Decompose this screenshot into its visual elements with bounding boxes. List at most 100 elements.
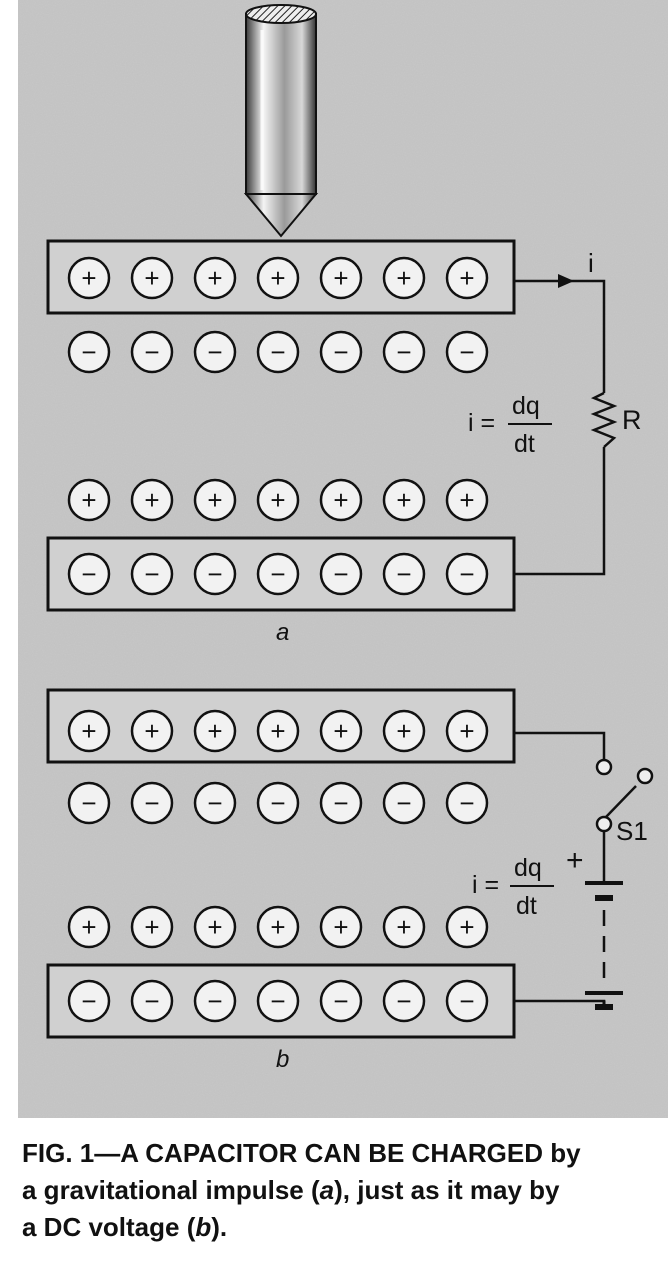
minus-sign: −: [81, 788, 96, 818]
minus-sign: −: [207, 788, 222, 818]
switch-terminal-right: [636, 767, 654, 785]
minus-sign: −: [333, 788, 348, 818]
minus-sign: −: [459, 337, 474, 367]
plate-a-top: [46, 239, 516, 315]
positive-charge: [256, 709, 300, 753]
caption-ref-b: b: [195, 1212, 212, 1242]
plus-sign: +: [270, 485, 285, 515]
negative-charge: [256, 552, 300, 596]
positive-charge: [319, 256, 363, 300]
negative-charge: [382, 781, 426, 825]
positive-charge: [67, 905, 111, 949]
plus-sign: +: [81, 263, 96, 293]
plus-sign: +: [207, 263, 222, 293]
plus-sign: +: [81, 912, 96, 942]
minus-sign: −: [459, 559, 474, 589]
minus-sign: −: [396, 986, 411, 1016]
positive-charge: [193, 905, 237, 949]
caption-line-3: a DC voltage (b).: [22, 1209, 652, 1246]
charge-row-a-induced-plus: +++++++: [67, 478, 489, 522]
minus-sign: −: [333, 337, 348, 367]
plus-sign: +: [459, 912, 474, 942]
charges-layer: + + + + + + + − − − − − − − + + + + + + + − − − − − − − + + + + + + + − − − − −…: [67, 256, 489, 1023]
minus-sign: −: [333, 559, 348, 589]
positive-charge: [256, 905, 300, 949]
positive-charge: [382, 256, 426, 300]
plus-sign: +: [144, 263, 159, 293]
caption-ref-a: a: [319, 1175, 335, 1205]
charge-row-a-bottom-plate: −−−−−−−: [67, 552, 489, 596]
minus-sign: −: [396, 559, 411, 589]
positive-charge: [319, 905, 363, 949]
caption-line-3-prefix: a DC voltage (: [22, 1212, 196, 1242]
negative-charge: [382, 330, 426, 374]
equation-b-lhs: i =: [472, 871, 499, 899]
current-label-i: i: [588, 248, 594, 278]
charge-row-b-bottom-plate: −−−−−−−: [67, 979, 489, 1023]
minus-sign: −: [270, 788, 285, 818]
plus-sign: +: [396, 912, 411, 942]
circuit-b-final-wire: [514, 999, 606, 1007]
negative-charge: [67, 781, 111, 825]
minus-sign: −: [207, 986, 222, 1016]
switch-pivot: [595, 815, 613, 833]
positive-charge: [67, 709, 111, 753]
positive-charge: [67, 478, 111, 522]
minus-sign: −: [81, 986, 96, 1016]
negative-charge: [445, 330, 489, 374]
plus-sign: +: [144, 716, 159, 746]
plus-sign: +: [459, 485, 474, 515]
minus-sign: −: [270, 337, 285, 367]
negative-charge: [193, 330, 237, 374]
caption-line-2-suffix: ), just as it may by: [334, 1175, 560, 1205]
minus-sign: −: [396, 788, 411, 818]
circuit-a: [514, 279, 618, 576]
minus-sign: −: [396, 337, 411, 367]
plus-sign: +: [459, 716, 474, 746]
negative-charge: [319, 552, 363, 596]
plus-sign: +: [459, 263, 474, 293]
plus-sign: +: [81, 485, 96, 515]
negative-charge: [445, 552, 489, 596]
positive-charge: [382, 905, 426, 949]
minus-sign: −: [144, 337, 159, 367]
plus-sign: +: [396, 485, 411, 515]
resistor-symbol: [590, 391, 618, 448]
plus-sign: +: [333, 716, 348, 746]
positive-charge: [193, 709, 237, 753]
equation-a-denominator: dt: [514, 430, 535, 458]
negative-charge: [193, 781, 237, 825]
negative-charge: [130, 552, 174, 596]
plus-sign: +: [396, 263, 411, 293]
plus-sign: +: [207, 716, 222, 746]
positive-charge: [382, 709, 426, 753]
caption-lead: FIG. 1—A CAPACITOR CAN BE CHARGED by: [22, 1138, 581, 1168]
caption-line-3-suffix: ).: [211, 1212, 228, 1242]
negative-charge: [67, 330, 111, 374]
plus-sign: +: [144, 912, 159, 942]
resistor-label: R: [622, 405, 642, 435]
negative-charge: [193, 552, 237, 596]
minus-sign: −: [459, 986, 474, 1016]
minus-sign: −: [270, 986, 285, 1016]
equation-b-numerator: dq: [514, 854, 542, 882]
plus-sign: +: [333, 485, 348, 515]
diagram-a-label: a: [276, 619, 289, 646]
charge-row-b-top-plate: +++++++: [67, 709, 489, 753]
negative-charge: [382, 979, 426, 1023]
plus-sign: +: [207, 912, 222, 942]
minus-sign: −: [207, 337, 222, 367]
switch-label: S1: [616, 816, 648, 846]
plus-sign: +: [333, 912, 348, 942]
plus-sign: +: [270, 263, 285, 293]
charge-row-a-induced-minus: −−−−−−−: [67, 330, 489, 374]
positive-charge: [193, 256, 237, 300]
equation-a-lhs: i =: [468, 409, 495, 437]
positive-charge: [130, 709, 174, 753]
positive-charge: [445, 709, 489, 753]
charge-row-b-induced-plus: +++++++: [67, 905, 489, 949]
switch-terminal-top: [595, 758, 613, 776]
figure-caption: FIG. 1—A CAPACITOR CAN BE CHARGED by a g…: [22, 1135, 652, 1246]
